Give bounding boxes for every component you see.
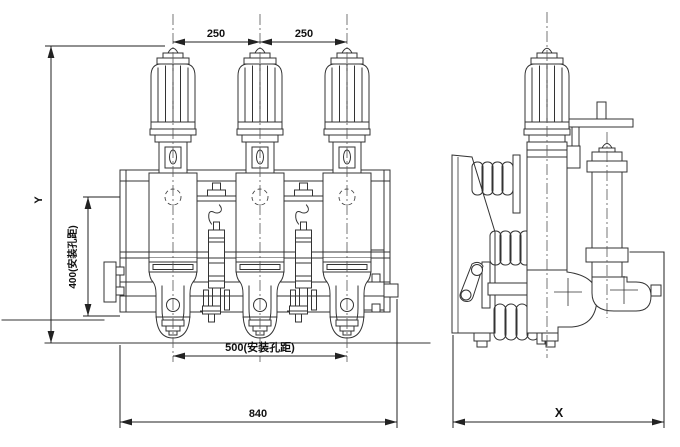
dim-overall-width: 840 (249, 408, 267, 420)
dimension-annotations: 250 250 Y 400(安装孔距) 500(安装孔距) 840 X (33, 28, 664, 428)
dim-overall-depth: X (555, 406, 564, 420)
arm-tab (597, 102, 606, 119)
pull-rod (513, 155, 520, 213)
drive-shaft (372, 274, 398, 312)
side-centerlines (547, 12, 607, 358)
side-view (452, 12, 664, 358)
dim-pole-pitch-left: 250 (207, 28, 225, 40)
dim-horizontal-hole-pitch: 500(安装孔距) (225, 340, 295, 354)
fuse-assembly (586, 144, 661, 312)
mounting-arm (560, 119, 633, 127)
dim-overall-height: Y (33, 196, 45, 204)
crank-lever (460, 262, 483, 301)
pole-centerlines (173, 14, 347, 362)
side-pole (524, 47, 580, 270)
ext-lines-840 (120, 299, 397, 428)
ext-lines-depth (453, 252, 664, 428)
dim-pole-pitch-right: 250 (295, 28, 313, 40)
side-pole-base (527, 270, 597, 347)
operating-handle (2, 262, 124, 320)
hole-cross-marks (554, 276, 638, 306)
front-view (2, 14, 430, 362)
dim-vertical-hole-pitch: 400(安装孔距) (66, 225, 79, 288)
